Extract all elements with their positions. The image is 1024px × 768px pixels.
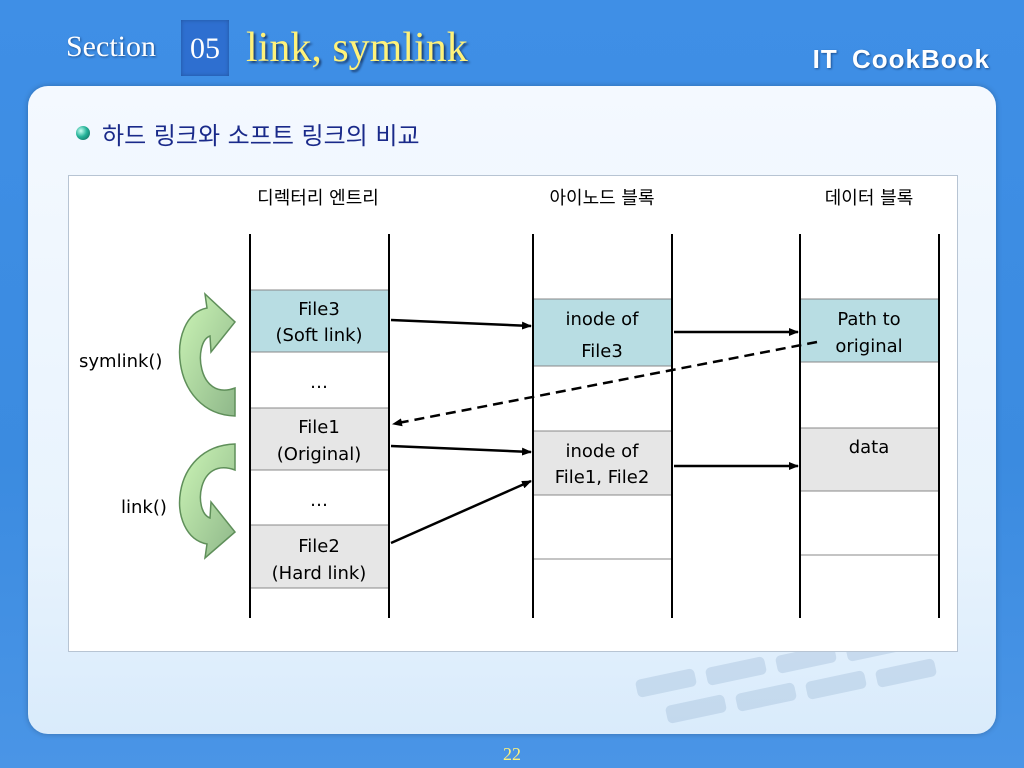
inode3-line2: File3: [581, 341, 623, 362]
column-header-directory: 디렉터리 엔트리: [257, 188, 379, 209]
brand-logo: IT CookBook: [812, 44, 990, 74]
file2-desc: (Hard link): [272, 563, 367, 584]
column-header-data: 데이터 블록: [825, 188, 914, 209]
slide-title: link, symlink: [246, 25, 468, 71]
data-path-line2: original: [835, 336, 902, 357]
directory-ellipsis-2: …: [310, 490, 328, 511]
curved-arrow-symlink-icon: [178, 292, 237, 417]
bullet-icon: [76, 126, 90, 140]
curved-arrow-link-icon: [178, 443, 237, 560]
page-number: 22: [503, 744, 521, 764]
inode12-line2: File1, File2: [555, 467, 650, 488]
inode12-line1: inode of: [566, 441, 640, 462]
directory-cell-file1: [249, 407, 390, 471]
data-block-label: data: [849, 437, 890, 458]
inode3-line1: inode of: [566, 309, 640, 330]
file1-desc: (Original): [277, 444, 361, 465]
inode-cell-file3: [532, 298, 673, 367]
data-path-line1: Path to: [837, 309, 900, 330]
file2-name: File2: [298, 536, 340, 557]
link-diagram-svg: 디렉터리 엔트리 아이노드 블록 데이터 블록 File3 (Soft link…: [79, 188, 940, 618]
file3-name: File3: [298, 299, 340, 320]
section-number: 05: [181, 20, 229, 76]
dashed-arrow-path-to-file1: [392, 340, 818, 427]
data-cell-path: [799, 298, 940, 363]
arrow-file1-to-inode12: [390, 444, 532, 456]
symlink-label: symlink(): [79, 351, 162, 372]
directory-ellipsis-1: …: [310, 372, 328, 393]
directory-cell-file3: [249, 289, 390, 353]
link-label: link(): [121, 497, 167, 518]
file3-desc: (Soft link): [275, 325, 362, 346]
arrow-file2-to-inode12: [390, 479, 532, 545]
arrow-file3-to-inode3: [390, 318, 532, 330]
data-cell-data: [799, 427, 940, 492]
file1-name: File1: [298, 417, 340, 438]
bullet-text: 하드 링크와 소프트 링크의 비교: [102, 122, 420, 150]
diagram: 디렉터리 엔트리 아이노드 블록 데이터 블록 File3 (Soft link…: [68, 175, 958, 652]
column-header-inode: 아이노드 블록: [549, 188, 654, 209]
section-label: Section: [66, 30, 156, 63]
